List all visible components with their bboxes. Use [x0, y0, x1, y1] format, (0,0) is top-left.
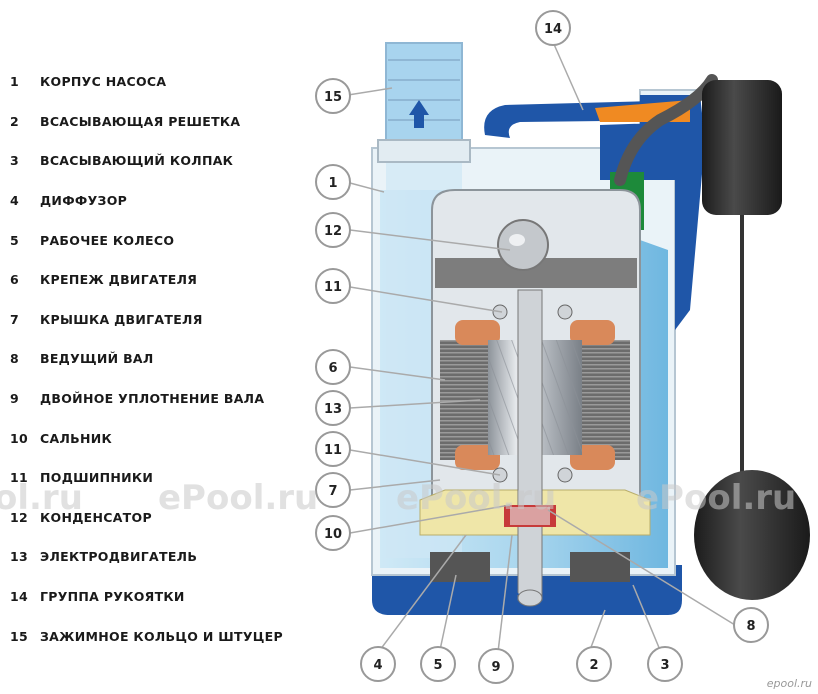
legend-item-12: 12 КОНДЕНСАТОР [10, 498, 290, 538]
legend-number: 14 [10, 589, 28, 605]
motor-assembly [419, 189, 651, 607]
svg-text:8: 8 [746, 619, 755, 634]
watermark: ePool.ru [636, 478, 797, 518]
legend-number: 7 [10, 311, 19, 327]
legend-label: РАБОЧЕЕ КОЛЕСО [40, 232, 175, 248]
legend-item-14: 14 ГРУППА РУКОЯТКИ [10, 577, 290, 617]
legend-number: 1 [10, 74, 19, 90]
legend-label: КРЫШКА ДВИГАТЕЛЯ [40, 311, 203, 327]
legend-item-6: 6 КРЕПЕЖ ДВИГАТЕЛЯ [10, 260, 290, 300]
legend-label: ДВОЙНОЕ УПЛОТНЕНИЕ ВАЛА [40, 391, 265, 407]
legend-item-2: 2 ВСАСЫВАЮЩАЯ РЕШЕТКА [10, 102, 290, 142]
svg-text:6: 6 [328, 361, 337, 376]
flow-arrow-icon [409, 100, 429, 128]
leader-lines [347, 41, 736, 653]
callout-11-bottom: 11 [315, 431, 351, 467]
legend-label: ГРУППА РУКОЯТКИ [40, 589, 185, 605]
svg-text:14: 14 [544, 22, 562, 37]
svg-text:2: 2 [589, 658, 598, 673]
callout-12: 12 [315, 212, 351, 248]
impeller [430, 552, 490, 582]
svg-text:4: 4 [373, 658, 382, 673]
legend-number: 4 [10, 193, 19, 209]
float-switch [694, 80, 810, 600]
legend-item-1: 1 КОРПУС НАСОСА [10, 62, 290, 102]
callout-10: 10 [315, 515, 351, 551]
legend-number: 5 [10, 232, 19, 248]
legend-item-8: 8 ВЕДУЩИЙ ВАЛ [10, 339, 290, 379]
watermark: ePool.ru [158, 478, 319, 518]
legend-number: 9 [10, 391, 19, 407]
callout-14: 14 [535, 10, 571, 46]
callout-9: 9 [478, 648, 514, 684]
legend-label: ПОДШИПНИКИ [40, 470, 154, 486]
svg-text:10: 10 [324, 527, 342, 542]
callout-15: 15 [315, 78, 351, 114]
legend-label: ЗАЖИМНОЕ КОЛЬЦО И ШТУЦЕР [40, 628, 283, 644]
svg-text:3: 3 [660, 658, 669, 673]
callout-6: 6 [315, 349, 351, 385]
callout-2: 2 [576, 646, 612, 682]
svg-text:15: 15 [324, 90, 342, 105]
legend-number: 12 [10, 509, 28, 525]
legend-label: КОНДЕНСАТОР [40, 509, 152, 525]
legend-label: ЭЛЕКТРОДВИГАТЕЛЬ [40, 549, 198, 565]
legend-label: КОРПУС НАСОСА [40, 74, 167, 90]
svg-text:11: 11 [324, 280, 342, 295]
parts-legend: 1 КОРПУС НАСОСА 2 ВСАСЫВАЮЩАЯ РЕШЕТКА 3 ВСА… [10, 62, 290, 656]
legend-number: 6 [10, 272, 19, 288]
legend-item-5: 5 РАБОЧЕЕ КОЛЕСО [10, 220, 290, 260]
legend-number: 15 [10, 628, 28, 644]
svg-text:5: 5 [433, 658, 442, 673]
legend-label: ВСАСЫВАЮЩИЙ КОЛПАК [40, 153, 234, 169]
capacitor [497, 219, 549, 271]
legend-number: 8 [10, 351, 19, 367]
legend-label: ДИФФУЗОР [40, 193, 128, 209]
callout-1: 1 [315, 164, 351, 200]
legend-number: 11 [10, 470, 28, 486]
svg-text:1: 1 [328, 176, 337, 191]
legend-label: ВСАСЫВАЮЩАЯ РЕШЕТКА [40, 113, 241, 129]
legend-label: КРЕПЕЖ ДВИГАТЕЛЯ [40, 272, 198, 288]
callout-7: 7 [315, 472, 351, 508]
svg-text:11: 11 [324, 443, 342, 458]
watermark: ePool.ru [396, 478, 557, 518]
callout-4: 4 [360, 646, 396, 682]
site-watermark: epool.ru [766, 677, 812, 690]
svg-text:13: 13 [324, 402, 342, 417]
legend-item-11: 11 ПОДШИПНИКИ [10, 458, 290, 498]
legend-number: 3 [10, 153, 19, 169]
legend-item-7: 7 КРЫШКА ДВИГАТЕЛЯ [10, 300, 290, 340]
legend-number: 13 [10, 549, 28, 565]
callout-8: 8 [733, 607, 769, 643]
legend-label: САЛЬНИК [40, 430, 112, 446]
svg-text:7: 7 [328, 484, 337, 499]
legend-item-4: 4 ДИФФУЗОР [10, 181, 290, 221]
watermark: ol.ru [0, 478, 83, 518]
stator-left [440, 340, 490, 460]
legend-number: 2 [10, 113, 19, 129]
drive-shaft [517, 289, 543, 601]
svg-text:9: 9 [491, 660, 500, 675]
callout-11-top: 11 [315, 268, 351, 304]
legend-item-3: 3 ВСАСЫВАЮЩИЙ КОЛПАК [10, 141, 290, 181]
legend-item-9: 9 ДВОЙНОЕ УПЛОТНЕНИЕ ВАЛА [10, 379, 290, 419]
legend-item-10: 10 САЛЬНИК [10, 418, 290, 458]
callout-5: 5 [420, 646, 456, 682]
callout-3: 3 [647, 646, 683, 682]
callout-13: 13 [315, 390, 351, 426]
svg-text:12: 12 [324, 224, 342, 239]
legend-item-15: 15 ЗАЖИМНОЕ КОЛЬЦО И ШТУЦЕР [10, 616, 290, 656]
legend-item-13: 13 ЭЛЕКТРОДВИГАТЕЛЬ [10, 537, 290, 577]
legend-number: 10 [10, 430, 28, 446]
stator-right [580, 340, 630, 460]
legend-label: ВЕДУЩИЙ ВАЛ [40, 351, 154, 367]
